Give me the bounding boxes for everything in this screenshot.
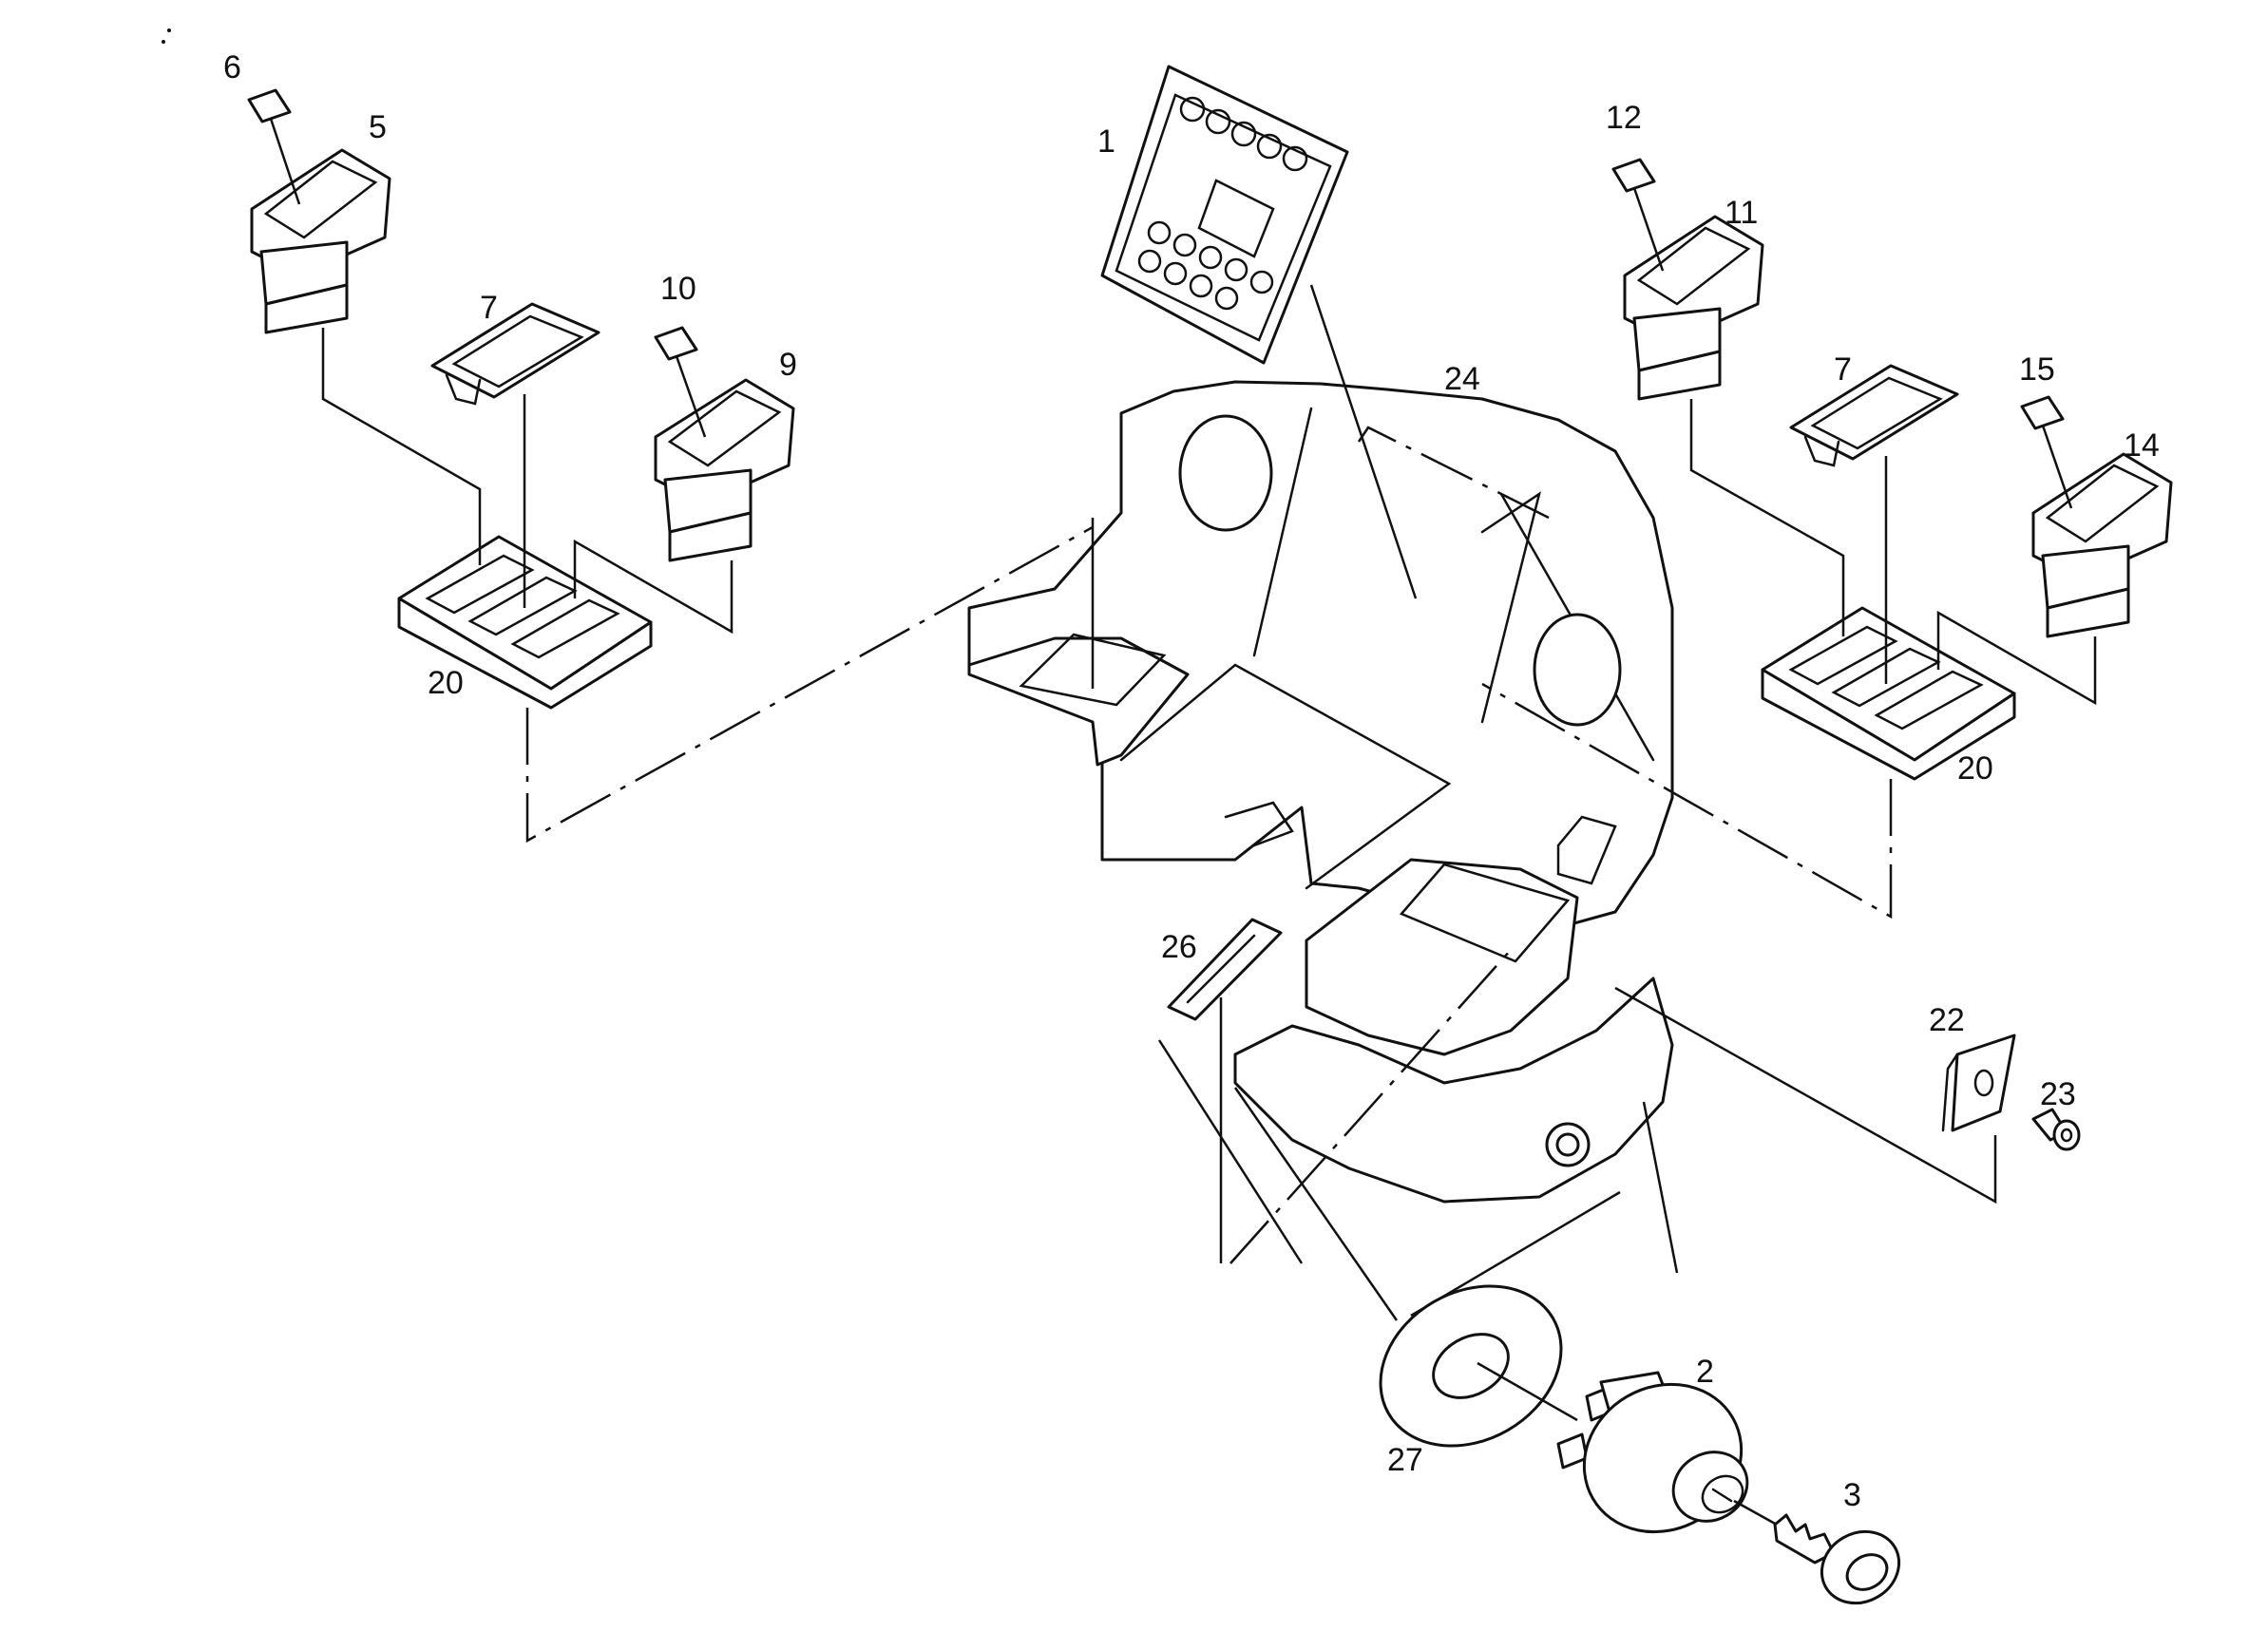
callout-23: 23 [2040,1076,2076,1112]
bezel-ring-27 [1379,1284,1563,1448]
callout-20-right: 20 [1957,750,1993,787]
switch-cap-10 [654,326,698,361]
leader-center-to-console [1229,949,1512,1264]
leader-20-to-console [525,525,1094,844]
dashboard-console [967,380,1674,1204]
callout-2: 2 [1696,1354,1714,1390]
leader-1-to-console [1309,284,1418,599]
ignition-switch-2 [1556,1371,1749,1534]
callout-6: 6 [223,49,241,85]
leader-22-to-console [1614,986,1997,1204]
key-3 [1773,1513,1901,1605]
blank-plate-7-right [1789,364,1959,467]
leader-2-to-3 [1733,1499,1778,1527]
switch-frame-20-right [1761,606,2016,781]
callout-27: 27 [1387,1442,1423,1478]
leader-14-to-20 [1936,610,2097,706]
leader-9-to-20 [573,539,734,635]
callout-24: 24 [1444,361,1480,397]
stray-dot [167,28,171,32]
callout-1: 1 [1097,123,1115,160]
callout-12: 12 [1606,100,1642,136]
callout-9: 9 [779,347,797,383]
leader-15-to-14 [2041,425,2073,509]
switch-cap-6 [247,88,292,123]
callout-15: 15 [2019,351,2055,388]
switch-14 [2031,452,2173,638]
label-sticker-26 [1167,918,1283,1021]
switch-cap-12 [1611,158,1656,193]
callout-5: 5 [369,109,387,145]
leader-20r-to-console [1481,682,1893,920]
callout-14: 14 [2124,427,2160,464]
callout-7-left: 7 [480,290,498,326]
leader-12-to-11 [1632,187,1665,272]
switch-5 [250,148,391,334]
screw-23 [2031,1108,2081,1151]
switch-9 [654,378,795,562]
callout-7-right: 7 [1834,351,1852,388]
leader-27-to-2 [1477,1361,1578,1422]
leader-lower-left [1233,1087,1399,1321]
callout-10: 10 [660,271,696,307]
bracket-22 [1941,1034,2016,1132]
switch-11 [1623,215,1764,401]
leader-5-to-20 [321,328,482,565]
callout-11: 11 [1725,195,1758,231]
display-panel [1100,65,1349,365]
callout-20-left: 20 [428,665,464,701]
callout-26: 26 [1161,929,1197,965]
switch-cap-15 [2020,395,2065,430]
stray-dot [162,40,165,44]
blank-plate-7-left [430,302,600,406]
switch-frame-20-left [397,535,653,710]
callout-3: 3 [1843,1477,1861,1513]
leader-10-to-9 [675,355,707,438]
leader-26-cross [1157,1039,1304,1264]
leader-11-to-20 [1689,399,1845,636]
leader-lower-console [1642,1101,1679,1274]
callout-22: 22 [1929,1002,1965,1038]
leader-24-to-console [1357,426,1550,520]
leader-6-to-5 [269,118,301,205]
